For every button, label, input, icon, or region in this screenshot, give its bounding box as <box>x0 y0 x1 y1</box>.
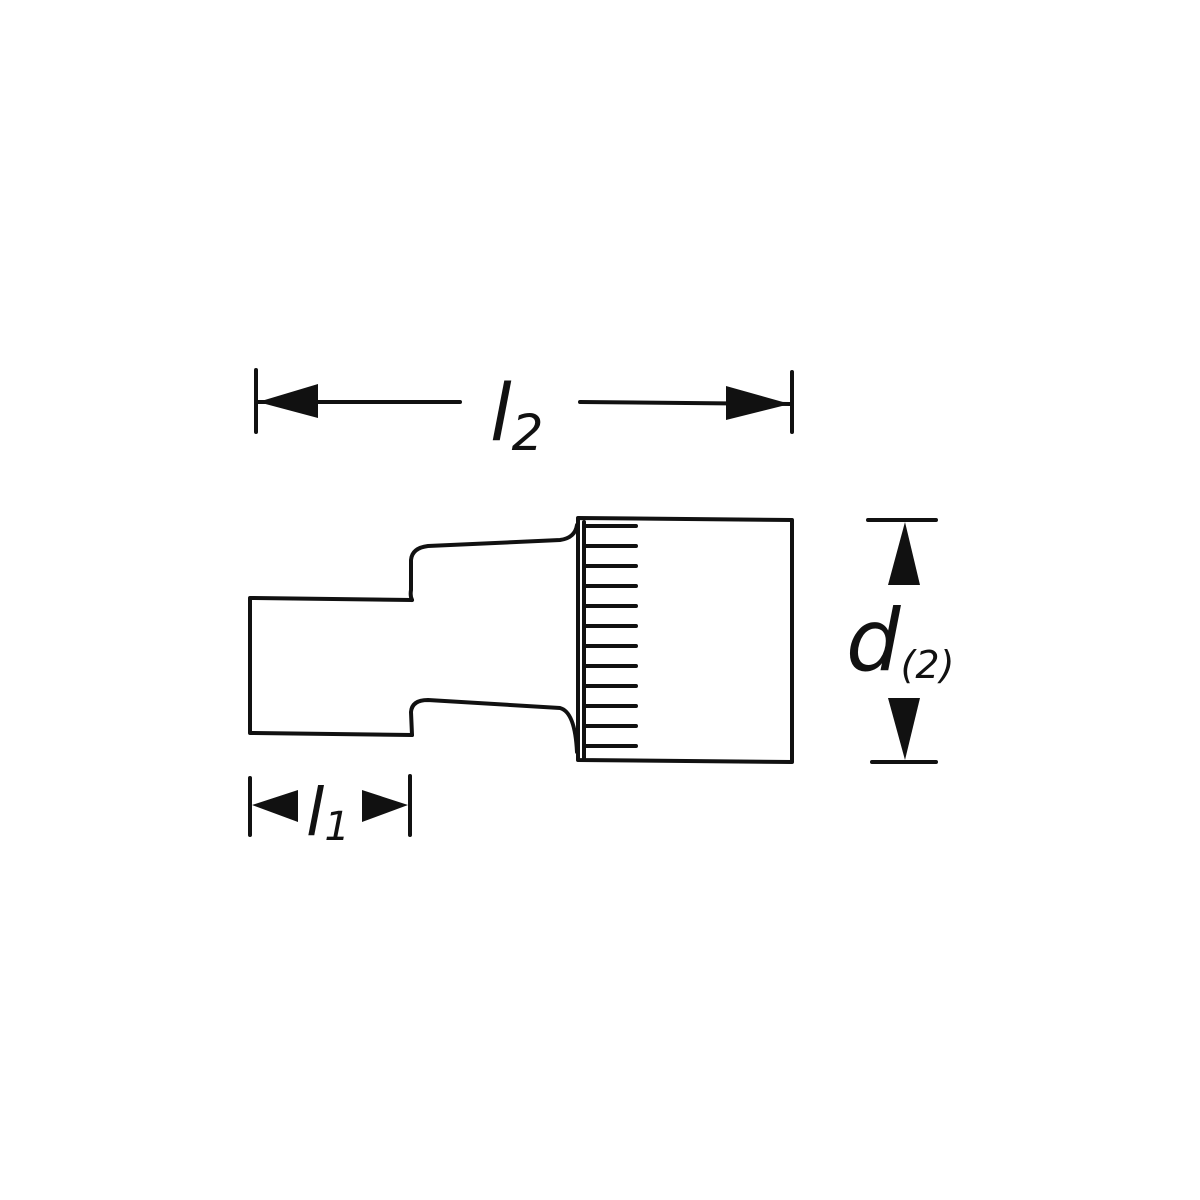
arrowhead-l2-right <box>726 386 790 420</box>
label-d2: d(2) <box>846 591 954 691</box>
bit-holder-body <box>408 523 579 754</box>
arrowhead-d-top <box>888 522 920 585</box>
dimension-l1 <box>248 774 412 837</box>
serrations <box>582 520 638 760</box>
arrowhead-l1-right <box>362 790 408 822</box>
arrowhead-l1-left <box>252 790 298 822</box>
hex-bit <box>248 596 414 737</box>
label-l1: l1 <box>306 774 350 851</box>
arrowhead-d-bottom <box>888 698 920 760</box>
arrowhead-l2-left <box>258 384 318 418</box>
label-l2: l2 <box>490 369 543 462</box>
dimension-d2 <box>866 518 938 764</box>
drive-socket <box>576 516 794 764</box>
